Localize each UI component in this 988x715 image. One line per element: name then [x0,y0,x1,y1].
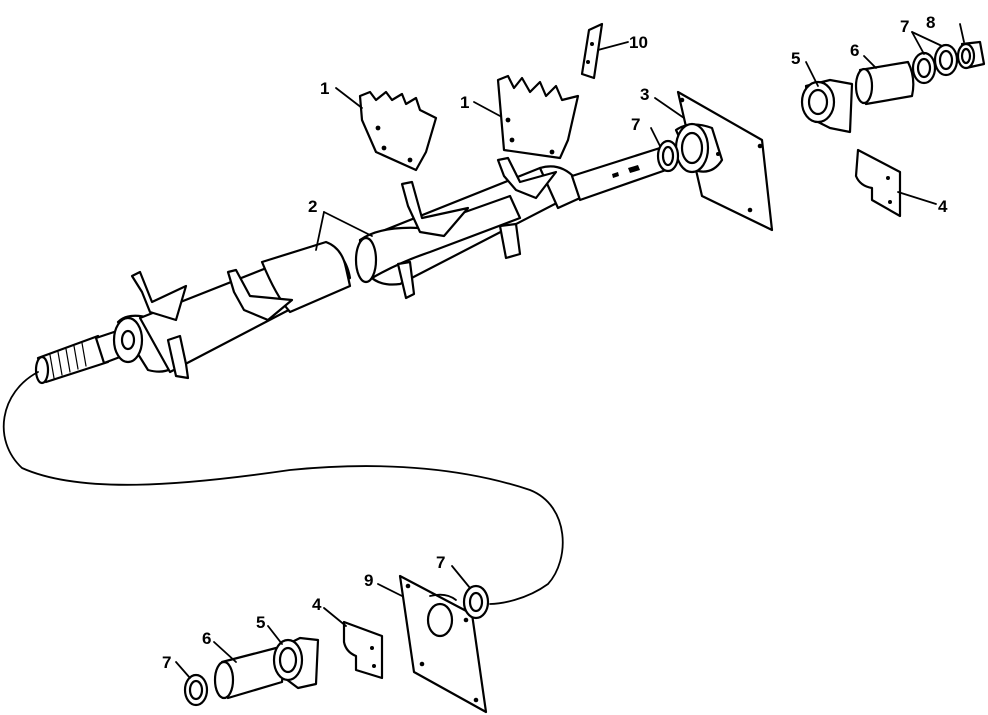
callout-5a: 5 [791,49,800,68]
callout-2: 2 [308,197,317,216]
bearing-flange-upper [800,78,854,134]
callout-4a: 4 [938,197,948,216]
bushing-upper [854,60,915,106]
right-shaft [570,146,668,202]
bushing-lower [213,646,284,700]
callout-6a: 6 [850,41,859,60]
bearing-mounting-plate-lower [398,574,488,714]
assembly-path-line [2,371,564,605]
callout-7b: 7 [900,17,909,36]
washer-lower-left [183,673,209,707]
tube-shell-left [260,240,352,314]
callout-7d: 7 [436,553,445,572]
auger-tube-assembly [34,146,668,385]
callout-3: 3 [640,85,649,104]
key-plate [580,22,604,80]
callout-9: 9 [364,571,373,590]
collar-upper [956,40,986,70]
callout-1b: 1 [460,93,469,112]
washer-upper-a [911,51,937,85]
splined-shaft-end [34,328,130,385]
callout-1a: 1 [320,79,329,98]
washer-lower-right [462,584,490,620]
callout-labels: 1 1 2 3 7 10 5 6 7 8 4 7 6 5 4 9 7 [162,13,948,672]
half-bracket-upper [854,148,902,218]
callout-4b: 4 [312,595,322,614]
callout-6b: 6 [202,629,211,648]
washer-upper-b [933,43,959,77]
half-bracket-lower [342,620,384,680]
washer-upper-center [656,139,680,173]
callout-7a: 7 [631,115,640,134]
callout-8: 8 [926,13,935,32]
serrated-blade-right [496,74,580,160]
leader-lines [175,23,965,679]
callout-10: 10 [629,33,648,52]
serrated-blade-left [358,90,438,172]
tube-paddles [130,156,558,380]
callout-7c: 7 [162,653,171,672]
bearing-flange-lower [272,636,320,690]
bearing-mounting-plate [674,90,774,232]
callout-5b: 5 [256,613,265,632]
